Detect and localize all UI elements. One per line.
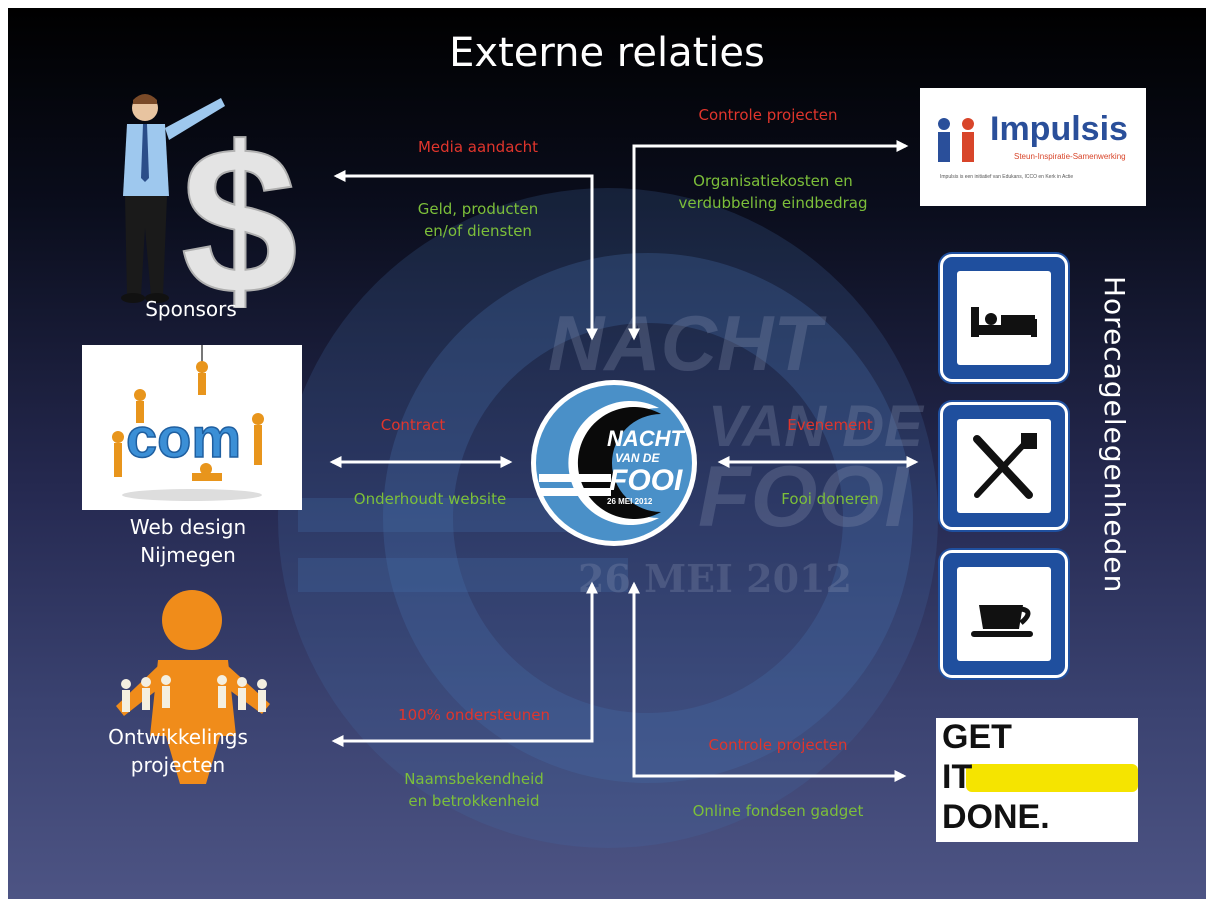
impulsis-logo: Impulsis Steun-Inspiratie-Samenwerking I…: [920, 88, 1146, 206]
hotel-sign: [940, 254, 1068, 382]
businessman-icon: [121, 94, 225, 303]
webdesign-image: com: [82, 345, 302, 510]
knife-fork-icon: [973, 433, 1037, 499]
watermark-line2: VAN DE: [708, 394, 923, 459]
label-horeca-green: Fooi doneren: [781, 490, 879, 508]
getitdone-logo: GET IT DONE.: [936, 718, 1138, 842]
relation-arrows: [329, 140, 919, 782]
label-web-green: Onderhoudt website: [353, 490, 507, 508]
arrow-impulsis: [628, 140, 909, 341]
svg-text:com: com: [126, 406, 241, 469]
getitdone-highlight: [966, 764, 1138, 792]
label-sponsors-green-2: en/of diensten: [424, 222, 532, 240]
entity-webdesign-line2: Nijmegen: [140, 543, 236, 567]
coffee-cup-icon: [971, 605, 1033, 637]
label-getitdone-green: Online fondsen gadget: [692, 802, 864, 820]
dollar-icon: $: [181, 103, 298, 308]
label-sponsors-red: Media aandacht: [417, 138, 539, 156]
impulsis-name: Impulsis: [990, 110, 1128, 148]
getitdone-line2: IT: [942, 758, 973, 796]
svg-text:VAN DE: VAN DE: [615, 451, 660, 465]
bed-icon: [971, 307, 1037, 337]
label-impulsis-red: Controle projecten: [698, 106, 838, 124]
entity-webdesign-line1: Web design: [129, 515, 247, 539]
label-projects-red: 100% ondersteunen: [398, 706, 550, 724]
paper-chain-icon: [121, 675, 267, 712]
arrow-sponsors: [333, 170, 598, 341]
label-getitdone-red: Controle projecten: [708, 736, 848, 754]
impulsis-tagline: Steun-Inspiratie-Samenwerking: [1014, 152, 1126, 161]
nacht-van-de-fooi-logo: NACHT VAN DE FOOI 26 MEI 2012: [531, 380, 697, 546]
arrow-projects: [331, 581, 598, 747]
entity-projects-line2: projecten: [130, 753, 226, 777]
arrow-getitdone: [628, 581, 907, 782]
getitdone-line3: DONE.: [942, 798, 1050, 836]
slide: NACHT VAN DE FOOI 26 MEI 2012 Externe re…: [8, 8, 1206, 899]
cafe-sign: [940, 550, 1068, 678]
svg-text:FOOI: FOOI: [609, 464, 683, 497]
com-construction-icon: com: [112, 345, 264, 501]
svg-text:26 MEI 2012: 26 MEI 2012: [607, 497, 653, 506]
entity-sponsors: Sponsors: [145, 297, 237, 321]
svg-text:NACHT: NACHT: [607, 426, 686, 451]
label-sponsors-green-1: Geld, producten: [417, 200, 539, 218]
label-impulsis-green-2: verdubbeling eindbedrag: [678, 194, 868, 212]
projects-illustration: [116, 590, 270, 784]
slide-title: Externe relaties: [449, 30, 765, 76]
impulsis-people-icon: [938, 118, 974, 162]
label-horeca-red: Evenement: [787, 416, 873, 434]
label-web-red: Contract: [380, 416, 446, 434]
label-projects-green-1: Naamsbekendheid: [404, 770, 544, 788]
impulsis-footer: Impulsis is een initiatief van Edukans, …: [940, 174, 1074, 180]
entity-projects-line1: Ontwikkelings: [108, 725, 248, 749]
label-impulsis-green-1: Organisatiekosten en: [693, 172, 853, 190]
sponsors-illustration: $: [121, 94, 299, 308]
entity-horeca: Horecagelegenheden: [1098, 276, 1131, 594]
label-projects-green-2: en betrokkenheid: [408, 792, 540, 810]
getitdone-line1: GET: [942, 718, 1012, 756]
restaurant-sign: [940, 402, 1068, 530]
